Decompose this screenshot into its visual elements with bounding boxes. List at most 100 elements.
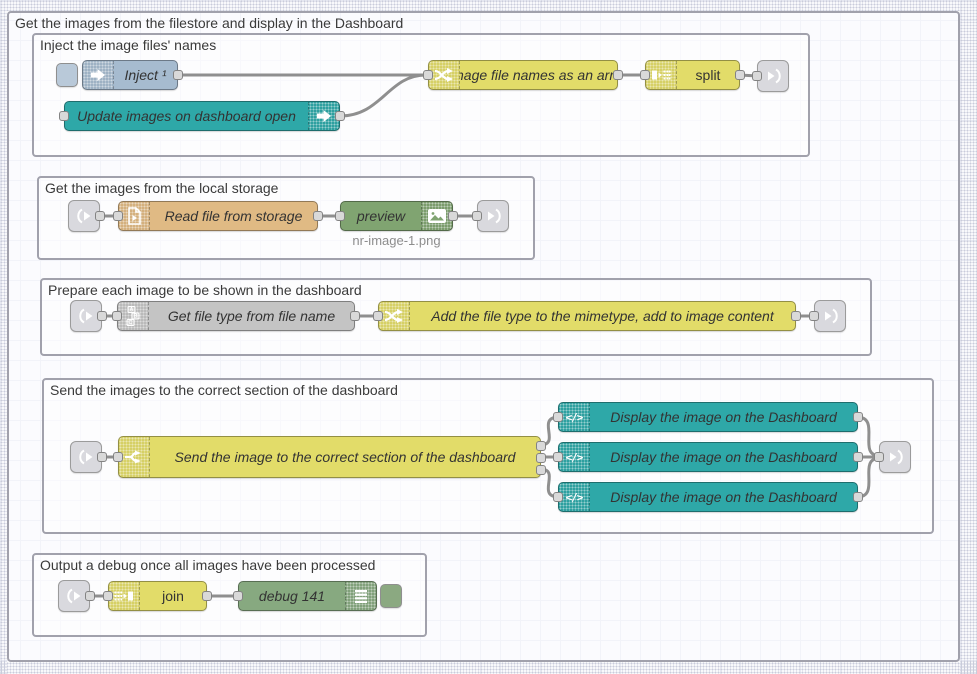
- output-port[interactable]: [97, 452, 107, 462]
- swap-icon: [379, 302, 410, 330]
- link-out-node[interactable]: [809, 300, 846, 332]
- output-port[interactable]: [173, 70, 183, 80]
- group-label: Send the images to the correct section o…: [50, 382, 398, 398]
- output-port[interactable]: [335, 111, 345, 121]
- node-status: nr-image-1.png: [352, 233, 441, 248]
- input-port[interactable]: [113, 211, 123, 221]
- inject-button[interactable]: [56, 63, 78, 87]
- link-out-icon: [889, 449, 903, 465]
- input-port[interactable]: [472, 211, 482, 221]
- input-port[interactable]: [553, 412, 563, 422]
- input-port[interactable]: [59, 111, 69, 121]
- change-node[interactable]: Image file names as an array: [423, 60, 623, 90]
- link-out-node[interactable]: [472, 200, 509, 232]
- input-port[interactable]: [373, 311, 383, 321]
- link-in-icon: [78, 449, 92, 465]
- output-port[interactable]: [350, 311, 360, 321]
- join-node[interactable]: join: [103, 581, 212, 611]
- output-port-1[interactable]: [536, 441, 546, 451]
- node-label: Add the file type to the mimetype, add t…: [431, 308, 774, 324]
- input-port[interactable]: [103, 591, 113, 601]
- input-port[interactable]: [112, 311, 122, 321]
- output-port[interactable]: [97, 311, 107, 321]
- dashboard-arrow-icon: [308, 102, 339, 130]
- output-port[interactable]: [85, 591, 95, 601]
- group-label: Get the images from the local storage: [45, 180, 279, 196]
- output-port[interactable]: [613, 70, 623, 80]
- ui-template-node[interactable]: </> Display the image on the Dashboard: [553, 442, 863, 472]
- ui-template-node[interactable]: </> Display the image on the Dashboard: [553, 402, 863, 432]
- ui-control-node[interactable]: Update images on dashboard open: [59, 101, 345, 131]
- link-in-node[interactable]: [58, 580, 95, 612]
- switch-fork-icon: [119, 437, 150, 477]
- output-port[interactable]: [853, 412, 863, 422]
- output-port[interactable]: [735, 70, 745, 80]
- input-port[interactable]: [335, 211, 345, 221]
- output-port-2[interactable]: [536, 453, 546, 463]
- link-out-icon: [824, 308, 838, 324]
- input-port[interactable]: [423, 70, 433, 80]
- output-port[interactable]: [202, 591, 212, 601]
- output-port[interactable]: [791, 311, 801, 321]
- change-node[interactable]: Add the file type to the mimetype, add t…: [373, 301, 801, 331]
- group-label: Prepare each image to be shown in the da…: [48, 282, 362, 298]
- ui-template-node[interactable]: </> Display the image on the Dashboard: [553, 482, 863, 512]
- node-label: Display the image on the Dashboard: [610, 409, 837, 425]
- input-port[interactable]: [752, 71, 762, 81]
- input-port[interactable]: [809, 311, 819, 321]
- image-preview-node[interactable]: preview: [335, 201, 458, 231]
- node-label: Get file type from file name: [167, 308, 336, 324]
- node-label: Display the image on the Dashboard: [610, 449, 837, 465]
- output-port[interactable]: [853, 492, 863, 502]
- node-label: Image file names as an array: [460, 67, 617, 83]
- swap-icon: [429, 61, 460, 89]
- link-in-icon: [78, 308, 92, 324]
- inject-arrow-icon: [83, 61, 114, 89]
- node-label: Read file from storage: [164, 208, 303, 224]
- node-label: Send the image to the correct section of…: [174, 449, 516, 465]
- image-icon: [421, 202, 452, 230]
- output-port[interactable]: [853, 452, 863, 462]
- input-port[interactable]: [553, 492, 563, 502]
- file-in-node[interactable]: Read file from storage: [113, 201, 323, 231]
- output-port-3[interactable]: [536, 465, 546, 475]
- canvas-texture: [0, 662, 977, 674]
- split-icon: [646, 61, 677, 89]
- svg-text:B: B: [134, 314, 138, 320]
- code-icon: </>: [559, 403, 590, 431]
- input-port[interactable]: [233, 591, 243, 601]
- node-label: split: [695, 67, 721, 83]
- link-in-node[interactable]: [70, 300, 107, 332]
- output-port[interactable]: [313, 211, 323, 221]
- switch-node[interactable]: Send the image to the correct section of…: [113, 436, 546, 478]
- group-label: Output a debug once all images have been…: [40, 557, 376, 573]
- split-node[interactable]: split: [640, 60, 745, 90]
- node-label: join: [162, 588, 184, 604]
- inject-node[interactable]: Inject ¹: [82, 60, 183, 90]
- node-label: preview: [356, 208, 406, 224]
- link-out-icon: [767, 68, 781, 84]
- link-in-node[interactable]: [70, 441, 107, 473]
- group-box-inject[interactable]: Inject the image files' names: [32, 33, 810, 157]
- link-in-icon: [76, 208, 90, 224]
- join-icon: [109, 582, 140, 610]
- canvas-texture: [960, 0, 977, 674]
- input-port[interactable]: [874, 452, 884, 462]
- output-port[interactable]: [448, 211, 458, 221]
- debug-toggle-button[interactable]: [380, 584, 402, 608]
- input-port[interactable]: [640, 70, 650, 80]
- link-out-node[interactable]: [752, 60, 789, 92]
- debug-node[interactable]: debug 141: [233, 581, 377, 611]
- node-label: debug 141: [258, 588, 326, 604]
- link-in-node[interactable]: [68, 200, 105, 232]
- input-port[interactable]: [113, 452, 123, 462]
- output-port[interactable]: [95, 211, 105, 221]
- wire[interactable]: [338, 73, 428, 118]
- input-port[interactable]: [553, 452, 563, 462]
- link-out-node[interactable]: [874, 441, 911, 473]
- node-label: Display the image on the Dashboard: [610, 489, 837, 505]
- node-label: Update images on dashboard open: [77, 108, 296, 124]
